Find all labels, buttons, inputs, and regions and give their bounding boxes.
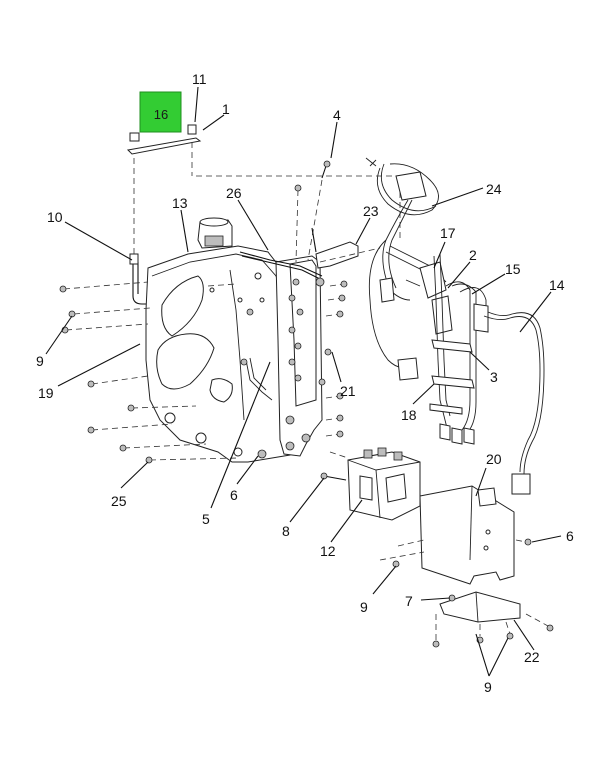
callout-18[interactable]: 18 (401, 407, 417, 423)
cable-26 (239, 251, 325, 287)
top-screws (294, 160, 331, 263)
callout-2[interactable]: 2 (469, 247, 477, 263)
top-bracket (126, 124, 401, 262)
callout-11[interactable]: 11 (192, 71, 207, 87)
callout-23[interactable]: 23 (363, 203, 379, 219)
callout-13[interactable]: 13 (172, 195, 188, 211)
callout-14[interactable]: 14 (549, 277, 565, 293)
part-16-highlight[interactable]: 16 (139, 91, 182, 133)
main-plate-19 (145, 245, 301, 463)
callout-10[interactable]: 10 (47, 209, 63, 225)
callout-8[interactable]: 8 (282, 523, 290, 539)
harness (365, 157, 453, 381)
callout-9-mid[interactable]: 9 (360, 599, 368, 615)
bracket-23 (315, 241, 381, 269)
callout-15[interactable]: 15 (505, 261, 521, 277)
tank-13 (197, 217, 233, 249)
callout-6-left[interactable]: 6 (230, 487, 238, 503)
valve-12 (320, 447, 421, 521)
callout-25[interactable]: 25 (111, 493, 127, 509)
hose-14 (483, 311, 545, 495)
callout-labels: 11 1 4 13 26 24 10 23 17 2 15 14 9 19 3 … (36, 71, 574, 695)
callout-24[interactable]: 24 (486, 181, 502, 197)
callout-1[interactable]: 1 (222, 101, 230, 117)
callout-6-right[interactable]: 6 (566, 528, 574, 544)
callout-26[interactable]: 26 (226, 185, 242, 201)
callout-19[interactable]: 19 (38, 385, 54, 401)
callout-20[interactable]: 20 (486, 451, 502, 467)
callout-3[interactable]: 3 (490, 369, 498, 385)
callout-4[interactable]: 4 (333, 107, 341, 123)
highlight-label: 16 (154, 107, 168, 122)
callout-7[interactable]: 7 (405, 593, 413, 609)
bracket-22 (432, 591, 554, 648)
highlight-box (139, 91, 182, 133)
callout-9-left[interactable]: 9 (36, 353, 44, 369)
callout-12[interactable]: 12 (320, 543, 336, 559)
callout-22[interactable]: 22 (524, 649, 540, 665)
leader-lines (45, 86, 562, 677)
callout-5[interactable]: 5 (202, 511, 210, 527)
tubes-2-15 (429, 253, 489, 445)
inner-bracket-5 (245, 255, 323, 459)
bracket-20 (379, 485, 532, 585)
callout-9-bottom[interactable]: 9 (484, 679, 492, 695)
callout-21[interactable]: 21 (340, 383, 356, 399)
left-bolts (59, 280, 348, 464)
callout-17[interactable]: 17 (440, 225, 456, 241)
